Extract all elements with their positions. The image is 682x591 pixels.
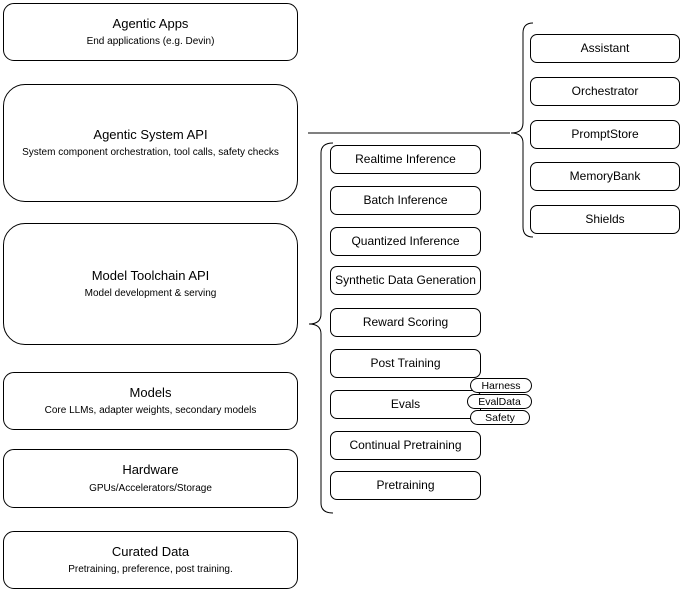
node-shields: Shields [530,205,680,234]
node-label: Shields [585,212,625,227]
node-label: Evals [390,397,421,412]
box-title: Hardware [122,462,179,478]
node-memorybank: MemoryBank [530,162,680,191]
node-evals: Evals [330,390,481,419]
node-label: Orchestrator [571,84,639,99]
box-hardware: Hardware GPUs/Accelerators/Storage [3,449,298,508]
box-subtitle: Model development & serving [84,288,217,300]
box-model-toolchain-api: Model Toolchain API Model development & … [3,223,298,345]
node-realtime-inference: Realtime Inference [330,145,481,174]
node-label: Pretraining [376,478,435,493]
box-curated-data: Curated Data Pretraining, preference, po… [3,531,298,589]
node-batch-inference: Batch Inference [330,186,481,215]
toolchain-brace [308,142,334,514]
node-label: PromptStore [571,127,639,142]
node-label: Post Training [370,356,441,371]
pill-evaldata: EvalData [467,394,532,409]
box-agentic-system-api: Agentic System API System component orch… [3,84,298,202]
node-post-training: Post Training [330,349,481,378]
box-subtitle: Pretraining, preference, post training. [68,564,233,576]
node-label: Continual Pretraining [349,438,462,453]
node-label: Assistant [580,41,630,56]
box-subtitle: System component orchestration, tool cal… [22,147,279,159]
node-assistant: Assistant [530,34,680,63]
box-agentic-apps: Agentic Apps End applications (e.g. Devi… [3,3,298,61]
node-promptstore: PromptStore [530,120,680,149]
box-title: Agentic Apps [112,15,189,31]
box-title: Models [129,384,172,400]
node-label: Quantized Inference [351,234,460,249]
box-title: Agentic System API [93,126,208,142]
node-pretraining: Pretraining [330,471,481,500]
node-quantized-inference: Quantized Inference [330,227,481,256]
node-label: Batch Inference [363,193,448,208]
pill-safety: Safety [470,410,530,425]
node-orchestrator: Orchestrator [530,77,680,106]
box-title: Model Toolchain API [91,267,210,283]
box-subtitle: End applications (e.g. Devin) [86,36,215,48]
box-subtitle: GPUs/Accelerators/Storage [89,482,212,494]
node-label: Realtime Inference [355,152,456,167]
box-title: Curated Data [111,543,190,559]
node-label: MemoryBank [569,169,641,184]
node-synthetic-data-generation: Synthetic Data Generation [330,266,481,295]
node-continual-pretraining: Continual Pretraining [330,431,481,460]
node-reward-scoring: Reward Scoring [330,308,481,337]
pill-harness: Harness [470,378,532,393]
components-brace [510,22,534,238]
node-label: Reward Scoring [362,315,449,330]
box-subtitle: Core LLMs, adapter weights, secondary mo… [44,405,257,417]
box-models: Models Core LLMs, adapter weights, secon… [3,372,298,430]
node-label: Synthetic Data Generation [335,273,476,288]
